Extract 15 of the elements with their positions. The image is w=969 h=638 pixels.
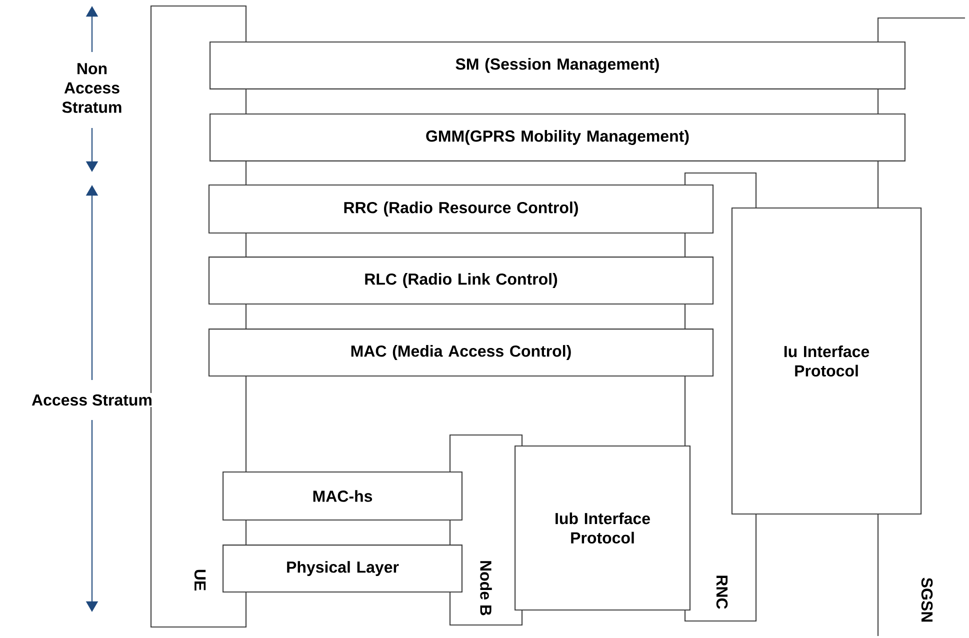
stratum-label: Access Stratum bbox=[30, 393, 154, 407]
protocol-box: Physical Layer bbox=[222, 544, 463, 593]
protocol-box: Iu Interface Protocol bbox=[731, 207, 922, 515]
protocol-box: RRC (Radio Resource Control) bbox=[208, 184, 714, 234]
protocol-box: GMM(GPRS Mobility Management) bbox=[210, 114, 906, 162]
protocol-box: MAC (Media Access Control) bbox=[208, 328, 714, 377]
protocol-box: Iub Interface Protocol bbox=[514, 445, 691, 611]
column-label: SGSN bbox=[921, 578, 933, 622]
column-label: RNC bbox=[716, 576, 728, 609]
column-label: UE bbox=[194, 570, 206, 590]
stratum-label: Non Access Stratum bbox=[62, 63, 122, 113]
protocol-box: MAC-hs bbox=[222, 471, 463, 521]
protocol-box: RLC (Radio Link Control) bbox=[208, 256, 714, 304]
protocol-box: SM (Session Management) bbox=[210, 42, 906, 90]
column-label: Node B bbox=[480, 561, 492, 616]
